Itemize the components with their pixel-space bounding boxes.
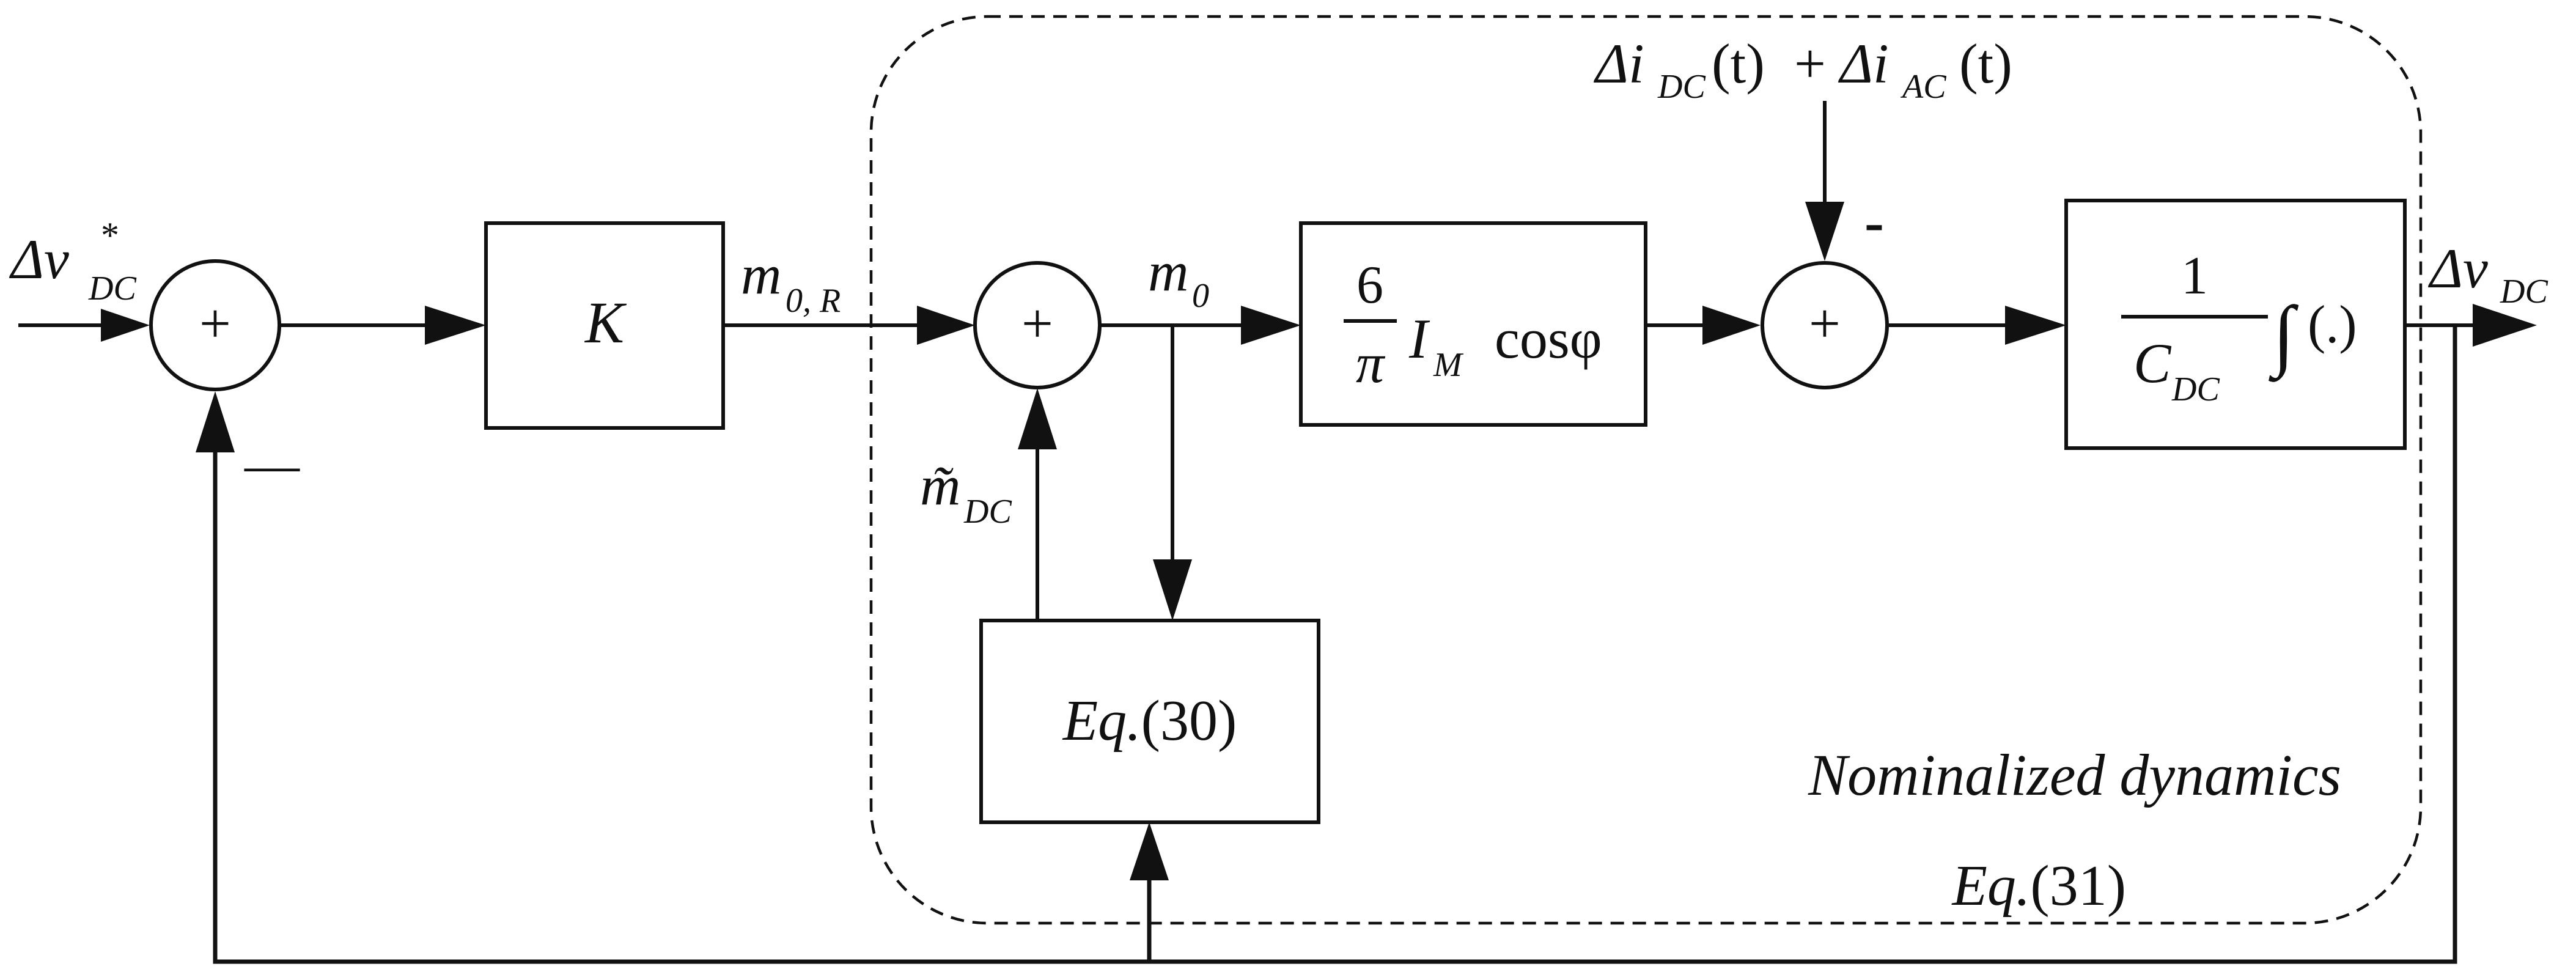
region-title: Nominalized dynamics <box>1808 742 2341 808</box>
reference-star: * <box>101 215 119 256</box>
ac-gain-current-symbol: I <box>1408 308 1430 370</box>
eq30-number: (30) <box>1141 689 1237 753</box>
disturbance-arg-dc: (t) <box>1712 32 1765 95</box>
signal-wires <box>18 101 2537 964</box>
ac-gain-current-sub: M <box>1433 346 1464 384</box>
region-eq-number: (31) <box>2030 854 2126 918</box>
output-label: Δv DC <box>2427 237 2548 311</box>
m0r-sub: 0, R <box>786 282 841 320</box>
eq30-label: Eq.(30) <box>1062 689 1237 753</box>
gain-block-k: K <box>484 221 725 430</box>
mdc-sub: DC <box>963 493 1012 531</box>
ac-gain-denominator: π <box>1356 332 1386 394</box>
integrator-argument: (.) <box>2308 295 2357 355</box>
sum-junction-3: + <box>1761 261 1889 389</box>
integral-icon: ∫ <box>2268 290 2298 382</box>
gain-k-label: K <box>584 290 627 355</box>
disturbance-minus-sign: - <box>1864 189 1884 254</box>
eq30-block: Eq.(30) <box>979 619 1320 824</box>
sum1-plus: + <box>199 292 231 355</box>
disturbance-delta-ac: Δi <box>1838 32 1889 95</box>
feedback-minus-sign: — <box>244 435 300 495</box>
sum2-plus: + <box>1021 292 1053 355</box>
sum-junction-1: + <box>149 259 281 391</box>
mdc-symbol: m̃ <box>920 454 960 517</box>
signal-m0-label: m 0 <box>1148 240 1209 315</box>
integrator-numerator: 1 <box>2181 246 2208 306</box>
m0-symbol: m <box>1148 240 1188 303</box>
nominalized-dynamics-region <box>869 15 2423 925</box>
signal-m0r-label: m 0, R <box>741 243 841 320</box>
m0r-symbol: m <box>741 243 781 306</box>
output-sub: DC <box>2500 273 2548 311</box>
ac-gain-numerator: 6 <box>1356 256 1383 315</box>
integrator-denominator: C <box>2133 332 2172 394</box>
integrator-denominator-sub: DC <box>2171 370 2220 408</box>
disturbance-sub-ac: AC <box>1900 68 1946 106</box>
signal-mdc-label: m̃ DC <box>920 454 1012 531</box>
reference-sub: DC <box>88 270 136 308</box>
disturbance-label: Δi DC (t) + Δi AC (t) <box>1593 32 2012 106</box>
sum-junction-2: + <box>973 261 1102 389</box>
input-reference-label: Δv * DC <box>9 215 136 308</box>
disturbance-plus: + <box>1794 32 1826 95</box>
disturbance-arg-ac: (t) <box>1959 32 2012 95</box>
disturbance-sub-dc: DC <box>1657 68 1706 106</box>
integrator-block: 1 C DC ∫ (.) <box>2064 199 2407 450</box>
disturbance-delta-dc: Δi <box>1593 32 1644 95</box>
region-equation: Eq.(31) <box>1951 854 2126 918</box>
output-symbol: Δv <box>2427 237 2488 300</box>
eq30-prefix: Eq. <box>1062 689 1141 753</box>
reference-symbol: Δv <box>9 228 69 290</box>
sum3-plus: + <box>1809 292 1841 355</box>
region-eq-prefix: Eq. <box>1951 854 2030 918</box>
ac-gain-cos-term: cosφ <box>1495 308 1602 370</box>
m0-sub: 0 <box>1192 277 1209 315</box>
ac-gain-block: 6 π I M cosφ <box>1299 221 1647 427</box>
